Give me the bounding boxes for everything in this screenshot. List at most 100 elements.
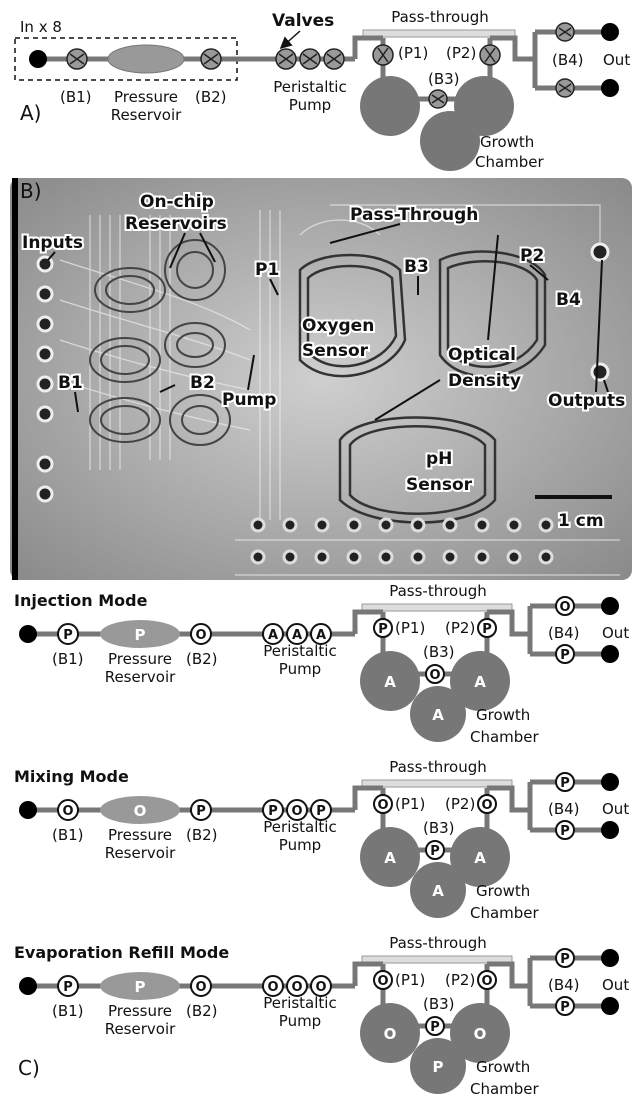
mode-title: Mixing Mode	[14, 767, 129, 786]
valve-b1: P	[58, 976, 78, 996]
pressure-reservoir-state: P	[135, 978, 146, 996]
peristaltic-label: Peristaltic	[273, 78, 346, 96]
inlet-port	[19, 801, 37, 819]
valve-b2-state: O	[195, 980, 206, 995]
b4-label: (B4)	[548, 800, 580, 818]
pump-valve-3-state: P	[316, 804, 326, 819]
pump-valve-3: A	[311, 624, 331, 644]
pump-valve-3-state: A	[316, 628, 326, 643]
pump-valve-3-state: O	[315, 980, 326, 995]
valve-b3: P	[426, 841, 444, 859]
inlet-port	[19, 625, 37, 643]
valve-b4-top: P	[556, 773, 574, 791]
pass-through-label: Pass-through	[389, 934, 487, 952]
growth-chamber-bottom	[420, 111, 480, 171]
growth-chamber-left: A	[360, 827, 420, 887]
valve-b2: P	[191, 800, 211, 820]
valve-p2: O	[478, 795, 496, 813]
b2-label: (B2)	[186, 826, 218, 844]
growth-chamber-right-state: A	[474, 673, 486, 691]
p1-label: (P1)	[395, 619, 425, 637]
b2-label: (B2)	[186, 1002, 218, 1020]
pressure-reservoir-state: O	[134, 802, 147, 820]
growth-chamber-left-state: O	[384, 1025, 397, 1043]
growth-chamber-left	[360, 76, 420, 136]
growth-chamber-right-state: O	[474, 1025, 487, 1043]
mode-title: Evaporation Refill Mode	[14, 943, 229, 962]
growth-chamber-right-state: A	[474, 849, 486, 867]
growth-chamber-bottom: A	[410, 862, 466, 918]
valve-b4-bottom: P	[556, 997, 574, 1015]
growth-chamber-left: A	[360, 651, 420, 711]
pump-valves	[276, 49, 344, 69]
oxygen-sensor-label: Sensor	[302, 341, 369, 361]
p2-chip-label: P2	[520, 246, 544, 266]
panel-a-letter: A)	[20, 101, 41, 125]
b4-label: (B4)	[548, 624, 580, 642]
out-label: Out	[602, 624, 629, 642]
b2-label: (B2)	[195, 88, 227, 106]
b1-label: (B1)	[52, 650, 84, 668]
pump-valve-2: O	[287, 976, 307, 996]
valve-b4-bottom-state: P	[560, 824, 570, 839]
growth-chamber-bottom: A	[410, 686, 466, 742]
ph-sensor-label: Sensor	[406, 475, 473, 495]
valve-p2-state: P	[482, 622, 492, 637]
out-label: Out	[603, 51, 630, 69]
pressure-label: Pressure	[108, 1002, 172, 1020]
valve-b1-state: P	[63, 628, 73, 643]
valve-b4-bottom-state: P	[560, 1000, 570, 1015]
valve-b4-top-state: P	[560, 952, 570, 967]
valve-b2-state: O	[195, 628, 206, 643]
growth-chamber-bottom-state: P	[433, 1058, 444, 1076]
b1-label: (B1)	[52, 826, 84, 844]
outlet-port-bottom	[601, 997, 619, 1015]
valve-b2	[201, 49, 221, 69]
valve-b1-state: P	[63, 980, 73, 995]
b2-chip-label: B2	[190, 373, 215, 393]
b3-label: (B3)	[423, 819, 455, 837]
valve-b2-state: P	[196, 804, 206, 819]
mode-title: Injection Mode	[14, 591, 148, 610]
optical-label: Optical	[448, 345, 516, 365]
outlet-port-top	[601, 773, 619, 791]
valve-p1-state: O	[377, 798, 388, 813]
p2-label: (P2)	[445, 619, 475, 637]
growth-chamber-left-state: A	[384, 849, 396, 867]
chip-output-port-bottom	[592, 364, 608, 380]
pump-valve-3: O	[311, 976, 331, 996]
growth-chamber-left-state: A	[384, 673, 396, 691]
pass-through-chip-label: Pass-Through	[350, 205, 478, 225]
reservoirs-label: Reservoirs	[125, 214, 227, 234]
oxygen-label: Oxygen	[302, 316, 374, 336]
valve-b4-top-state: O	[559, 600, 570, 615]
pump-valve-1-state: P	[268, 804, 278, 819]
b4-chip-label: B4	[556, 290, 581, 310]
pump-valve-2: A	[287, 624, 307, 644]
pump-label: Pump	[289, 96, 331, 114]
pressure-label: Pressure	[108, 826, 172, 844]
pressure-label: Pressure	[108, 650, 172, 668]
outlet-port-top	[601, 597, 619, 615]
chamber-label: Chamber	[470, 728, 540, 746]
outlet-port-bottom	[601, 645, 619, 663]
ph-label: pH	[426, 449, 452, 469]
growth-chamber-bottom-state: A	[432, 706, 444, 724]
pump-valve-2: O	[287, 800, 307, 820]
valve-p1	[373, 45, 393, 65]
b1-label: (B1)	[52, 1002, 84, 1020]
out-label: Out	[602, 800, 629, 818]
pressure-label: Pressure	[114, 88, 178, 106]
chamber-label: Chamber	[470, 904, 540, 922]
pressure-reservoir-state: P	[135, 626, 146, 644]
reservoir-label: Reservoir	[105, 844, 176, 862]
valve-b1: P	[58, 624, 78, 644]
valve-b3	[429, 90, 447, 108]
valve-p2-state: O	[481, 798, 492, 813]
inlet-port	[29, 50, 47, 68]
valve-b1-state: O	[62, 804, 73, 819]
pressure-reservoir	[108, 45, 184, 73]
valve-b3: O	[426, 665, 444, 683]
b3-label: (B3)	[428, 70, 460, 88]
